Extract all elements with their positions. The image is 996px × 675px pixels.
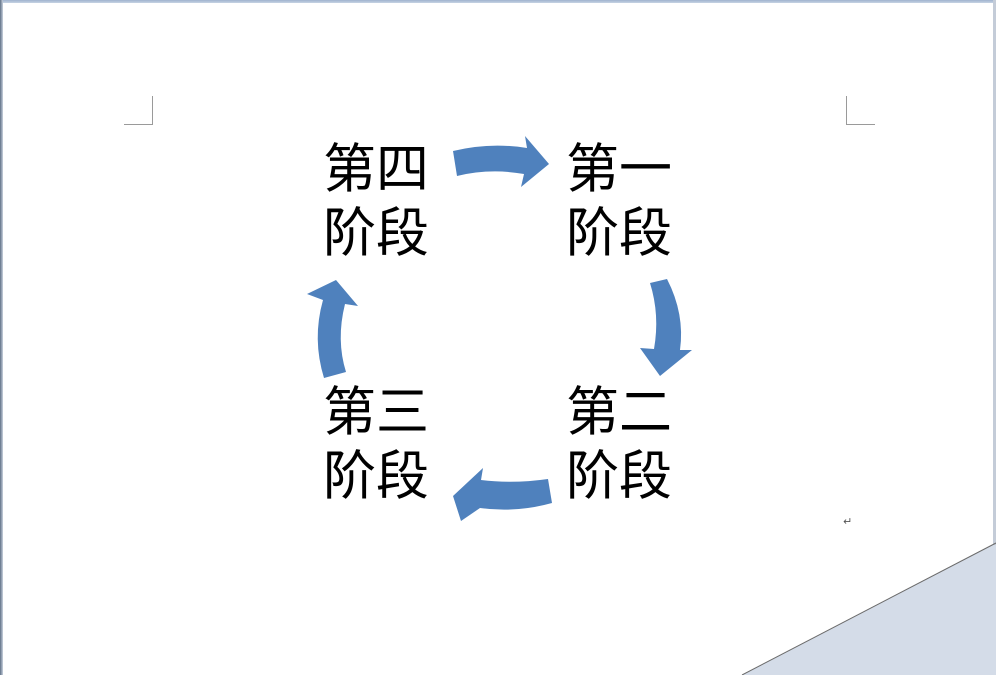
stage-1-line-2: 阶段: [566, 203, 672, 264]
stage-4-line-1: 第四: [323, 139, 429, 200]
stage-4-line-2: 阶段: [323, 203, 429, 264]
crop-mark-top-left: [124, 96, 153, 125]
window-top-edge: [0, 0, 996, 3]
stage-3-label[interactable]: 第三 阶段: [323, 381, 453, 509]
stage-1-line-1: 第一: [566, 139, 672, 200]
stage-2-line-1: 第二: [566, 382, 672, 443]
arrow-down-icon[interactable]: [640, 279, 692, 376]
stage-4-label[interactable]: 第四 阶段: [323, 138, 453, 266]
stage-2-line-2: 阶段: [566, 446, 672, 507]
arrow-left-icon[interactable]: [453, 468, 552, 521]
crop-mark-top-right: [846, 96, 875, 125]
page-right-edge: [993, 0, 996, 545]
stage-2-label[interactable]: 第二 阶段: [566, 381, 696, 509]
arrow-right-icon[interactable]: [453, 136, 549, 187]
window-left-edge: [0, 0, 3, 675]
stage-1-label[interactable]: 第一 阶段: [566, 138, 696, 266]
stage-3-line-1: 第三: [323, 382, 429, 443]
arrow-up-icon[interactable]: [307, 280, 358, 378]
stage-3-line-2: 阶段: [323, 446, 429, 507]
paragraph-mark: ↵: [843, 515, 853, 528]
